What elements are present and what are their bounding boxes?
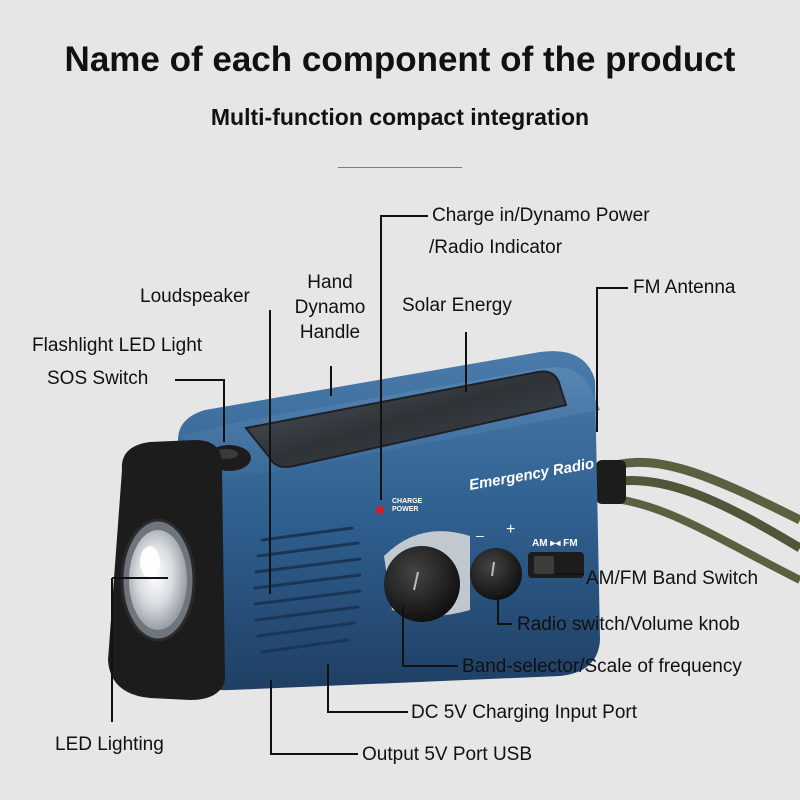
label-fm-antenna: FM Antenna — [633, 277, 736, 298]
label-loudspeaker: Loudspeaker — [140, 286, 250, 307]
label-charge-indicator-1: Charge in/Dynamo Power — [432, 205, 650, 226]
radio-body — [168, 351, 600, 691]
label-usb-port: Output 5V Port USB — [362, 744, 533, 765]
label-charge-indicator-2: /Radio Indicator — [429, 237, 563, 258]
label-am-fm-switch: AM/FM Band Switch — [586, 568, 759, 589]
label-sos-switch: SOS Switch — [47, 368, 149, 389]
indicator-led — [376, 506, 384, 514]
solar-panel — [244, 370, 568, 468]
volume-knob — [470, 548, 522, 600]
label-radio-switch: Radio switch/Volume knob — [517, 614, 740, 635]
label-flashlight: Flashlight LED Light — [32, 335, 203, 356]
page-subtitle: Multi-function compact integration — [210, 104, 590, 130]
indicator-text-2: POWER — [392, 506, 418, 513]
label-band-selector: Band-selector/Scale of frequency — [462, 656, 742, 677]
band-switch-text: AM ▸◂ FM — [532, 538, 578, 549]
label-hand-dynamo-2: Dynamo — [294, 297, 366, 318]
knob-minus-sign: – — [476, 527, 484, 543]
indicator-text-1: CHARGE — [392, 498, 423, 505]
label-hand-dynamo-3: Handle — [299, 322, 361, 343]
label-dc-port: DC 5V Charging Input Port — [411, 702, 638, 723]
leader-lines — [111, 215, 628, 755]
lanyard-strap — [596, 457, 800, 584]
page-title: Name of each component of the product — [64, 40, 736, 79]
speaker-grille — [253, 526, 362, 654]
band-selector-knob — [384, 546, 460, 622]
label-led-lighting: LED Lighting — [55, 734, 164, 755]
knob-plus-sign: + — [506, 521, 515, 538]
title-divider — [338, 167, 462, 168]
flashlight-cap — [108, 440, 225, 700]
label-solar-energy: Solar Energy — [402, 295, 512, 316]
label-hand-dynamo-1: Hand — [307, 272, 353, 293]
